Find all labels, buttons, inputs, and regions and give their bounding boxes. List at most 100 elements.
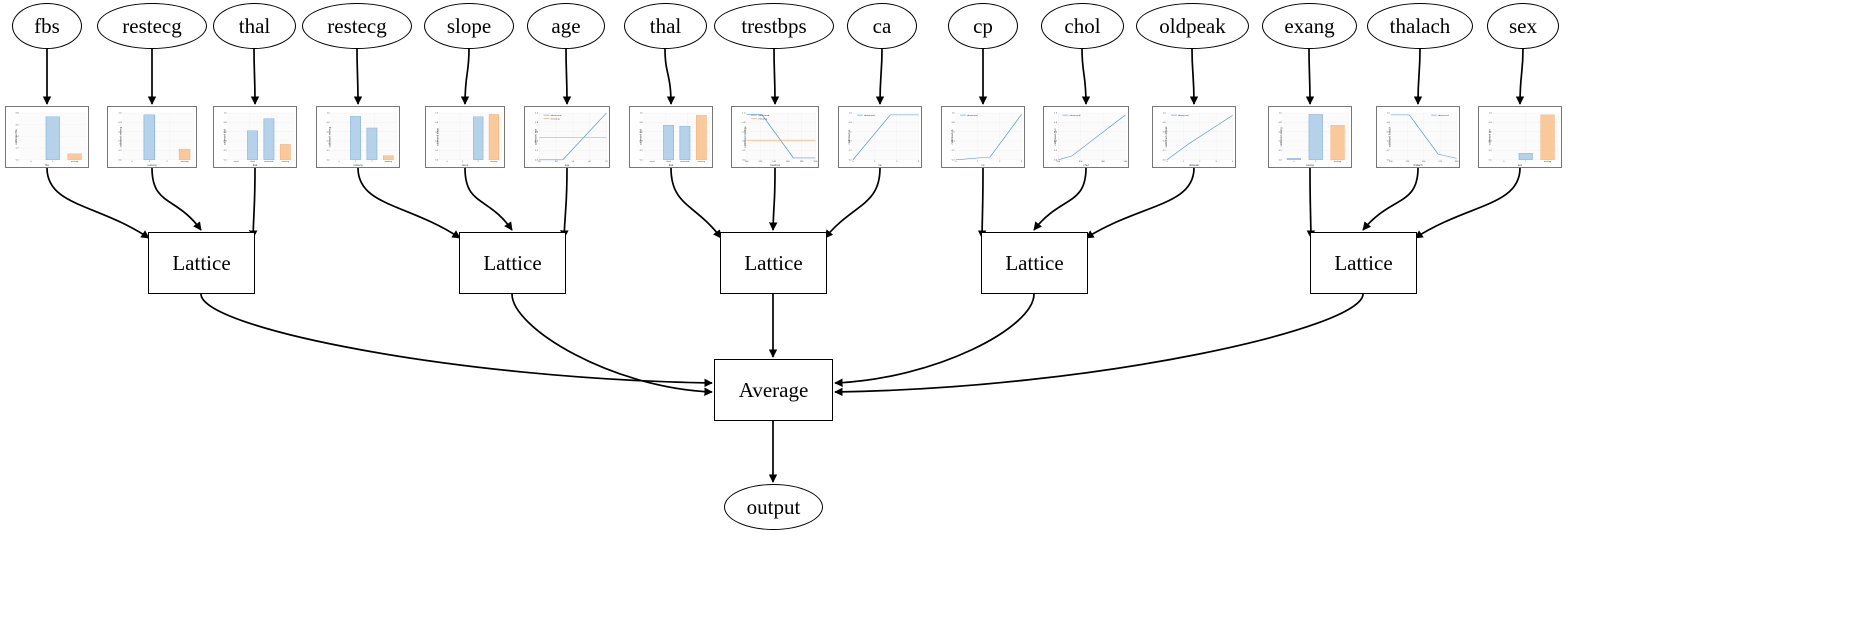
feature-node-age[interactable]: age <box>527 3 605 49</box>
plot-y-axis-label: calibrated age <box>534 128 538 146</box>
plot-x-axis-label: restecg <box>147 163 157 167</box>
lattice-node-2[interactable]: Lattice <box>720 232 827 294</box>
feature-node-ca[interactable]: ca <box>847 3 917 49</box>
feature-node-restecg-b[interactable]: restecg <box>302 3 412 49</box>
svg-text:1.0: 1.0 <box>224 113 227 115</box>
svg-text:observed: observed <box>967 114 978 117</box>
svg-text:0: 0 <box>955 161 956 163</box>
svg-text:0: 0 <box>1166 161 1167 163</box>
svg-text:0.2: 0.2 <box>640 150 643 152</box>
svg-text:0.8: 0.8 <box>952 122 955 124</box>
svg-text:1.0: 1.0 <box>1279 113 1282 115</box>
average-node[interactable]: Average <box>714 359 833 421</box>
lattice-node-1[interactable]: Lattice <box>459 232 566 294</box>
svg-text:1: 1 <box>977 161 978 163</box>
svg-text:missing: missing <box>1544 161 1551 163</box>
plot-y-axis-label: calibrated thal <box>223 128 227 146</box>
plot-x-axis-label: ca <box>878 163 882 167</box>
svg-text:0.2: 0.2 <box>1054 150 1057 152</box>
feature-node-cp[interactable]: cp <box>948 3 1018 49</box>
svg-text:0.8: 0.8 <box>742 122 745 124</box>
feature-node-trestbps[interactable]: trestbps <box>714 3 834 49</box>
svg-text:0.4: 0.4 <box>1163 141 1166 143</box>
output-label: output <box>746 494 801 519</box>
svg-text:1.0: 1.0 <box>849 113 852 115</box>
svg-text:3: 3 <box>1021 161 1022 163</box>
svg-text:0.0: 0.0 <box>1489 160 1492 162</box>
feature-label: age <box>551 13 581 38</box>
svg-text:0.4: 0.4 <box>1387 141 1390 143</box>
feature-node-fbs[interactable]: fbs <box>12 3 82 49</box>
svg-text:0.0: 0.0 <box>435 160 438 162</box>
lattice-node-0[interactable]: Lattice <box>148 232 255 294</box>
feature-label: cp <box>973 13 993 38</box>
svg-text:fixed: fixed <box>666 161 670 163</box>
svg-text:125: 125 <box>1406 161 1410 163</box>
svg-text:3: 3 <box>918 161 919 163</box>
svg-text:0.6: 0.6 <box>224 131 227 133</box>
feature-label: slope <box>446 13 492 38</box>
svg-text:1.0: 1.0 <box>1387 113 1390 115</box>
svg-text:0.2: 0.2 <box>118 150 121 152</box>
plot-x-axis-label: thal <box>668 163 674 167</box>
svg-text:1.0: 1.0 <box>1054 113 1057 115</box>
svg-text:140: 140 <box>772 161 776 163</box>
feature-node-chol[interactable]: chol <box>1041 3 1124 49</box>
feature-label: exang <box>1284 13 1335 38</box>
feature-node-oldpeak[interactable]: oldpeak <box>1136 3 1249 49</box>
feature-node-sex[interactable]: sex <box>1487 3 1559 49</box>
svg-text:0.8: 0.8 <box>435 122 438 124</box>
svg-text:1.0: 1.0 <box>952 113 955 115</box>
svg-text:1: 1 <box>52 161 53 163</box>
svg-text:observed: observed <box>1178 114 1189 117</box>
feature-node-slope[interactable]: slope <box>424 3 514 49</box>
svg-text:0.6: 0.6 <box>640 131 643 133</box>
svg-text:1: 1 <box>874 161 875 163</box>
svg-text:observed: observed <box>758 114 770 116</box>
plot-x-axis-label: chol <box>1083 163 1089 167</box>
svg-text:0.2: 0.2 <box>1489 150 1492 152</box>
svg-text:200: 200 <box>814 161 818 163</box>
svg-text:0.8: 0.8 <box>1489 122 1492 124</box>
lattice-node-3[interactable]: Lattice <box>981 232 1088 294</box>
svg-text:2: 2 <box>999 161 1000 163</box>
feature-node-thal-a[interactable]: thal <box>213 3 296 49</box>
svg-text:0.6: 0.6 <box>742 132 745 134</box>
svg-text:0.2: 0.2 <box>1163 150 1166 152</box>
svg-text:0.2: 0.2 <box>535 150 538 152</box>
feature-node-thal-b[interactable]: thal <box>624 3 707 49</box>
svg-text:observed: observed <box>1438 114 1449 117</box>
svg-text:0.8: 0.8 <box>640 122 643 124</box>
feature-label: trestbps <box>741 13 807 38</box>
lattice-node-4[interactable]: Lattice <box>1310 232 1417 294</box>
svg-text:1.0: 1.0 <box>1489 113 1492 115</box>
svg-text:0.0: 0.0 <box>1163 160 1166 162</box>
svg-text:0.2: 0.2 <box>1279 150 1282 152</box>
svg-text:50: 50 <box>572 161 574 163</box>
svg-text:reversible: reversible <box>264 161 273 163</box>
svg-text:0.0: 0.0 <box>640 160 643 162</box>
output-node[interactable]: output <box>724 484 823 530</box>
svg-text:1.0: 1.0 <box>640 113 643 115</box>
feature-node-exang[interactable]: exang <box>1262 3 1357 49</box>
plot-y-axis-label: calibrated ca <box>847 129 851 145</box>
lattice-label: Lattice <box>744 250 803 275</box>
svg-text:areal: areal <box>650 161 655 163</box>
svg-text:0.0: 0.0 <box>535 160 538 162</box>
svg-text:missing: missing <box>758 119 768 121</box>
svg-text:2: 2 <box>1199 161 1200 163</box>
plot-y-axis-label: calibrated exang <box>1280 127 1284 147</box>
feature-node-restecg-a[interactable]: restecg <box>97 3 207 49</box>
svg-text:reversible: reversible <box>680 161 689 163</box>
feature-node-thalach[interactable]: thalach <box>1367 3 1473 49</box>
feature-label: restecg <box>327 13 387 38</box>
svg-text:0.0: 0.0 <box>952 160 955 162</box>
svg-text:0.6: 0.6 <box>1279 131 1282 133</box>
